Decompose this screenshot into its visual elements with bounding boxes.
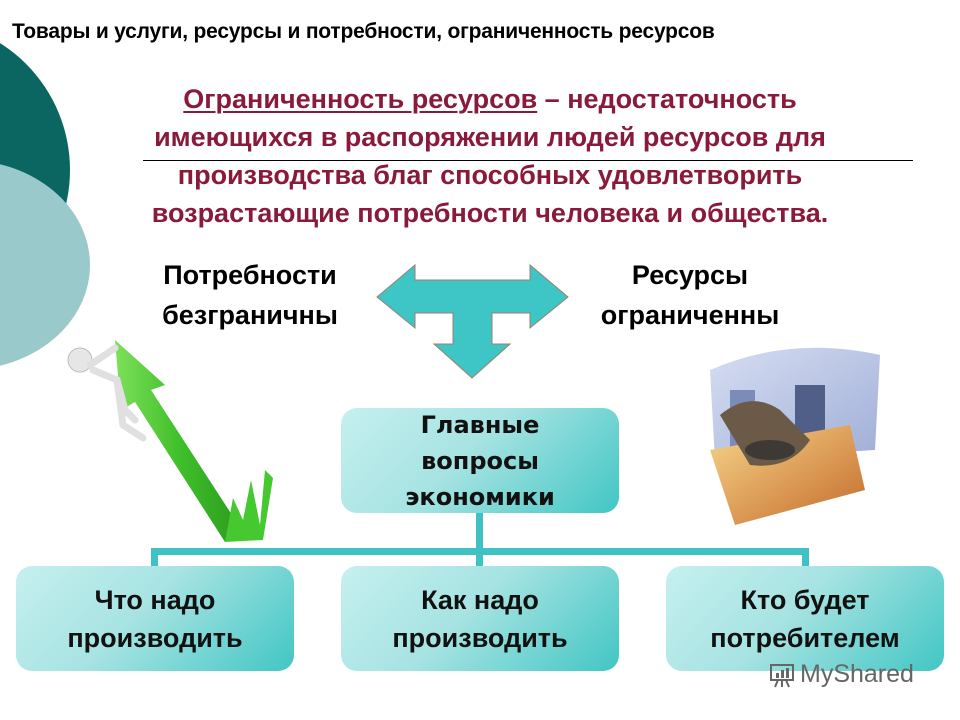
question-box-what: Что надо производить [16, 566, 294, 671]
main-box-line3: экономики [405, 482, 555, 511]
main-questions-box: Главные вопросы экономики [341, 408, 619, 513]
needs-label-line2: безграничны [162, 300, 338, 330]
resources-label: Ресурсы ограниченны [580, 255, 800, 335]
connector-left [151, 548, 158, 568]
definition-line2: имеющихся в распоряжении людей ресурсов … [154, 122, 826, 152]
definition-line3: производства благ способных удовлетворит… [177, 160, 803, 190]
question-what-line1: Что надо [94, 584, 216, 615]
resources-label-line2: ограниченны [600, 300, 780, 330]
question-how-line1: Как надо [421, 584, 539, 615]
finance-hand-illustration [710, 347, 880, 525]
watermark: MyShared [768, 660, 914, 689]
definition-text: Ограниченность ресурсов – недостаточност… [60, 80, 920, 232]
connector-middle [476, 548, 483, 568]
question-who-line1: Кто будет [740, 584, 870, 615]
question-box-how: Как надо производить [341, 566, 619, 671]
connector-vertical-main [476, 512, 483, 552]
connector-right [802, 548, 809, 568]
definition-term: Ограниченность ресурсов [183, 84, 538, 114]
main-box-line2: вопросы [421, 446, 539, 475]
needs-label-line1: Потребности [163, 260, 337, 290]
question-box-who: Кто будет потребителем [666, 566, 944, 671]
horizontal-rule [143, 160, 913, 161]
definition-line1-rest: – недостаточность [537, 84, 797, 114]
climber-arrow-illustration [67, 340, 273, 542]
presentation-board-icon [770, 663, 794, 687]
resources-label-line1: Ресурсы [631, 260, 749, 290]
slide-title: Товары и услуги, ресурсы и потребности, … [12, 20, 715, 43]
question-who-line2: потребителем [710, 622, 900, 653]
needs-label: Потребности безграничны [140, 255, 360, 335]
main-box-line1: Главные [420, 410, 540, 439]
three-way-arrow-icon [376, 263, 569, 379]
question-how-line2: производить [392, 622, 568, 653]
definition-line4: возрастающие потребности человека и обще… [151, 198, 829, 228]
question-what-line2: производить [67, 622, 243, 653]
watermark-text: MyShared [800, 660, 914, 688]
